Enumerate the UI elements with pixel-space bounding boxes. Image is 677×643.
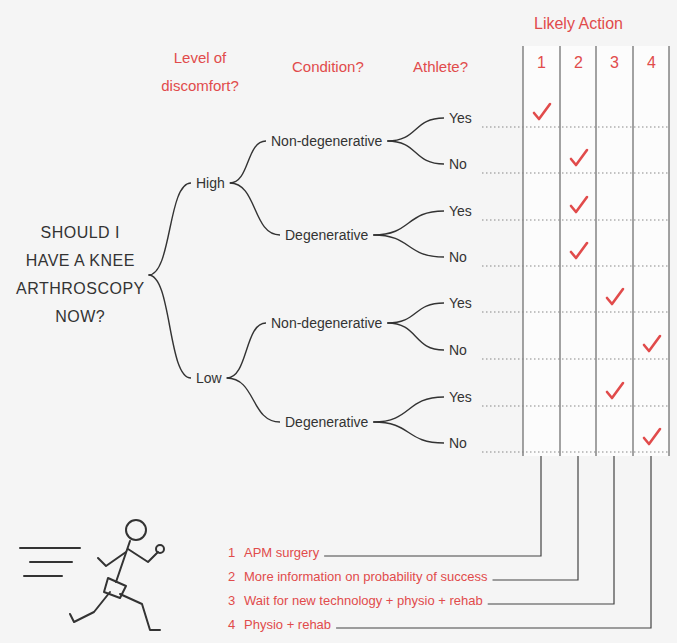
branch-text: High xyxy=(196,174,225,192)
column-heading: Athlete? xyxy=(413,57,468,77)
check-mark xyxy=(571,150,587,165)
branch-text: Degenerative xyxy=(285,226,368,244)
branch-connector xyxy=(387,303,444,323)
column-heading: Condition? xyxy=(292,57,364,77)
branch-node: Yes xyxy=(446,293,475,313)
branch-text: No xyxy=(449,434,467,452)
row-leader xyxy=(482,265,668,266)
branch-node: High xyxy=(193,173,228,193)
row-leader xyxy=(482,451,668,452)
branch-text: Yes xyxy=(449,294,472,312)
row-leader xyxy=(482,219,668,220)
branch-connector xyxy=(373,397,444,422)
branch-connector xyxy=(149,275,192,378)
branch-node: Non-degenerative xyxy=(268,313,385,333)
check-mark xyxy=(534,104,550,119)
branch-text: Non-degenerative xyxy=(271,132,382,150)
table-ground xyxy=(523,46,669,456)
branch-node: No xyxy=(446,340,470,360)
check-mark xyxy=(607,289,623,304)
branch-text: Degenerative xyxy=(285,413,368,431)
speed-line xyxy=(30,561,72,563)
check-mark xyxy=(571,243,587,258)
check-mark xyxy=(607,383,623,398)
action-text: More information on probability of succe… xyxy=(244,568,488,586)
row-leader xyxy=(482,311,668,312)
branch-connector xyxy=(227,378,280,422)
branch-node: Low xyxy=(193,368,225,388)
branch-connector xyxy=(149,183,192,275)
branch-node: No xyxy=(446,433,470,453)
branch-text: Yes xyxy=(449,388,472,406)
branch-connector xyxy=(230,183,280,235)
question-text: SHOULD I HAVE A KNEE ARTHROSCOPY NOW? xyxy=(16,219,145,331)
figure-arm xyxy=(128,549,158,562)
column-line xyxy=(632,46,633,456)
action-text: Physio + rehab xyxy=(244,616,331,634)
column-line xyxy=(522,46,523,456)
check-mark xyxy=(644,429,660,444)
branch-text: No xyxy=(449,341,467,359)
row-leader xyxy=(482,172,668,173)
running-figure xyxy=(20,520,164,630)
table-columns xyxy=(523,46,669,456)
branch-node: Degenerative xyxy=(282,412,371,432)
branch-node: Yes xyxy=(446,201,475,221)
callout-number: 3 xyxy=(228,592,235,610)
figure-leg xyxy=(70,592,110,622)
branch-connector xyxy=(373,235,444,257)
branch-connector xyxy=(230,141,266,183)
column-heading: Level of discomfort? xyxy=(145,44,255,100)
column-number: 4 xyxy=(647,53,656,73)
action-leader xyxy=(488,456,614,604)
callout-number: 2 xyxy=(228,568,235,586)
branch-connector xyxy=(387,141,444,164)
row-leader xyxy=(482,405,668,406)
branch-node: No xyxy=(446,154,470,174)
check-mark xyxy=(644,336,660,351)
column-line xyxy=(595,46,596,456)
callout-number: 4 xyxy=(228,616,235,634)
speed-line xyxy=(20,547,80,549)
branch-text: Yes xyxy=(449,109,472,127)
column-number: 1 xyxy=(537,53,546,73)
branch-node: Non-degenerative xyxy=(268,131,385,151)
row-leader xyxy=(482,358,668,359)
figure-fist xyxy=(156,545,164,553)
action-text: APM surgery xyxy=(244,544,319,562)
check-mark xyxy=(571,197,587,212)
row-leader xyxy=(482,126,668,127)
action-leader xyxy=(493,456,578,580)
branch-text: Low xyxy=(196,369,222,387)
figure-arm xyxy=(98,552,126,566)
branch-text: No xyxy=(449,155,467,173)
branch-connector xyxy=(387,323,444,350)
branch-node: No xyxy=(446,247,470,267)
callout-number: 1 xyxy=(228,544,235,562)
column-number: 3 xyxy=(610,53,619,73)
action-text: Wait for new technology + physio + rehab xyxy=(244,592,483,610)
column-line xyxy=(668,46,669,456)
table-heading: Likely Action xyxy=(534,14,623,34)
speed-line xyxy=(24,575,62,577)
action-leader xyxy=(324,456,541,556)
branch-connector xyxy=(227,323,266,378)
branch-node: Yes xyxy=(446,108,475,128)
column-line xyxy=(559,46,560,456)
branch-text: No xyxy=(449,248,467,266)
column-number: 2 xyxy=(574,53,583,73)
figure-torso xyxy=(116,541,130,582)
check-marks xyxy=(534,104,660,444)
branch-node: Yes xyxy=(446,387,475,407)
question-node: SHOULD I HAVE A KNEE ARTHROSCOPY NOW? xyxy=(14,219,147,331)
row-leaders xyxy=(482,127,668,452)
branch-text: Non-degenerative xyxy=(271,314,382,332)
branch-connector xyxy=(387,118,444,141)
branch-connector xyxy=(373,422,444,443)
branch-text: Yes xyxy=(449,202,472,220)
branch-node: Degenerative xyxy=(282,225,371,245)
figure-head xyxy=(126,520,146,540)
figure-leg xyxy=(120,594,160,630)
branch-connector xyxy=(373,211,444,235)
